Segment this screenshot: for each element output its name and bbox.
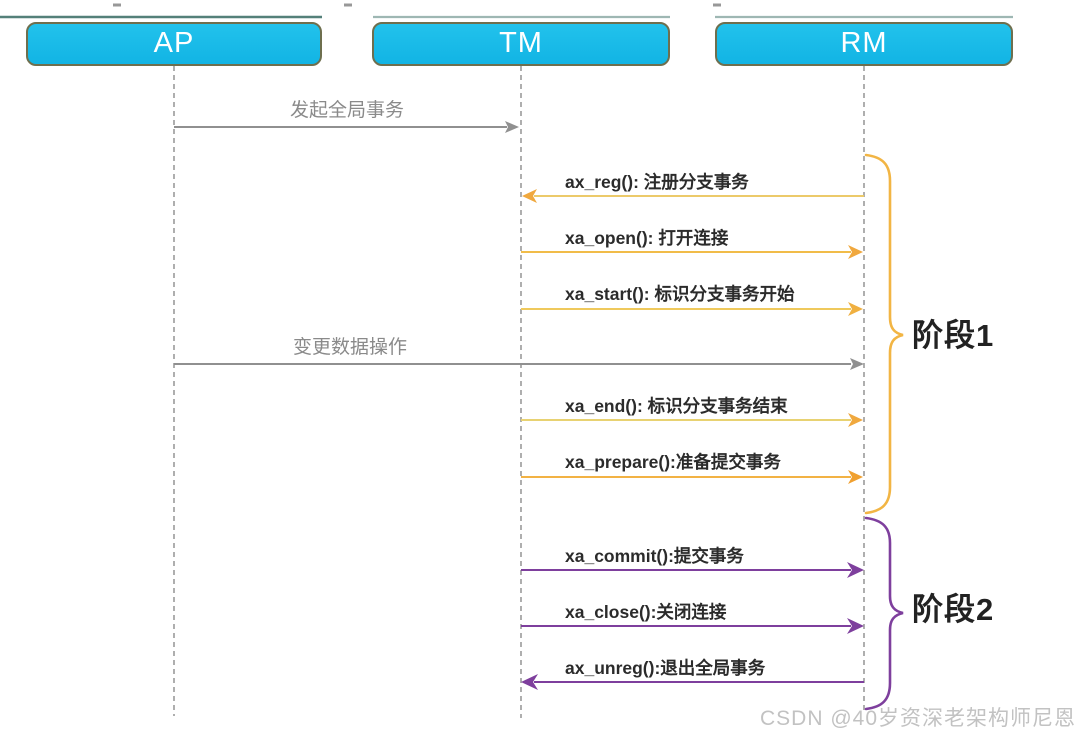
- actor-label-rm: RM: [840, 26, 888, 59]
- arrow-ax-reg: [522, 189, 864, 203]
- message-label-xa-end: xa_end(): 标识分支事务结束: [565, 396, 788, 416]
- actor-label-tm: TM: [499, 26, 543, 59]
- message-label-change-data: 变更数据操作: [292, 337, 407, 358]
- message-label-ax-unreg: ax_unreg():退出全局事务: [565, 658, 766, 678]
- actor-box-tm: TM: [372, 22, 670, 66]
- arrow-xa-prepare: [521, 470, 863, 484]
- message-label-ax-reg: ax_reg(): 注册分支事务: [565, 172, 749, 192]
- arrow-xa-start: [521, 302, 863, 316]
- arrow-xa-close: [521, 618, 864, 634]
- message-label-xa-open: xa_open(): 打开连接: [565, 228, 729, 248]
- phase1-label: 阶段1: [912, 318, 995, 353]
- actor-box-rm: RM: [715, 22, 1013, 66]
- actor-box-ap: AP: [26, 22, 322, 66]
- arrow-change-data: [174, 358, 864, 370]
- arrow-xa-open: [521, 245, 863, 259]
- message-label-xa-start: xa_start(): 标识分支事务开始: [565, 284, 795, 304]
- watermark-text: CSDN @40岁资深老架构师尼恩: [759, 707, 1076, 730]
- phase2-label: 阶段2: [912, 592, 995, 627]
- arrow-ax-unreg: [521, 674, 864, 690]
- brace-phase2: [864, 516, 904, 711]
- actor-label-ap: AP: [153, 26, 195, 59]
- message-label-xa-prepare: xa_prepare():准备提交事务: [565, 452, 781, 472]
- arrow-initiate-global-tx: [174, 121, 519, 133]
- message-label-initiate-global-tx: 发起全局事务: [289, 100, 404, 121]
- message-label-xa-commit: xa_commit():提交事务: [565, 546, 744, 566]
- arrow-xa-commit: [521, 562, 864, 578]
- message-label-xa-close: xa_close():关闭连接: [565, 602, 727, 622]
- arrow-xa-end: [521, 413, 863, 427]
- brace-phase1: [864, 153, 904, 515]
